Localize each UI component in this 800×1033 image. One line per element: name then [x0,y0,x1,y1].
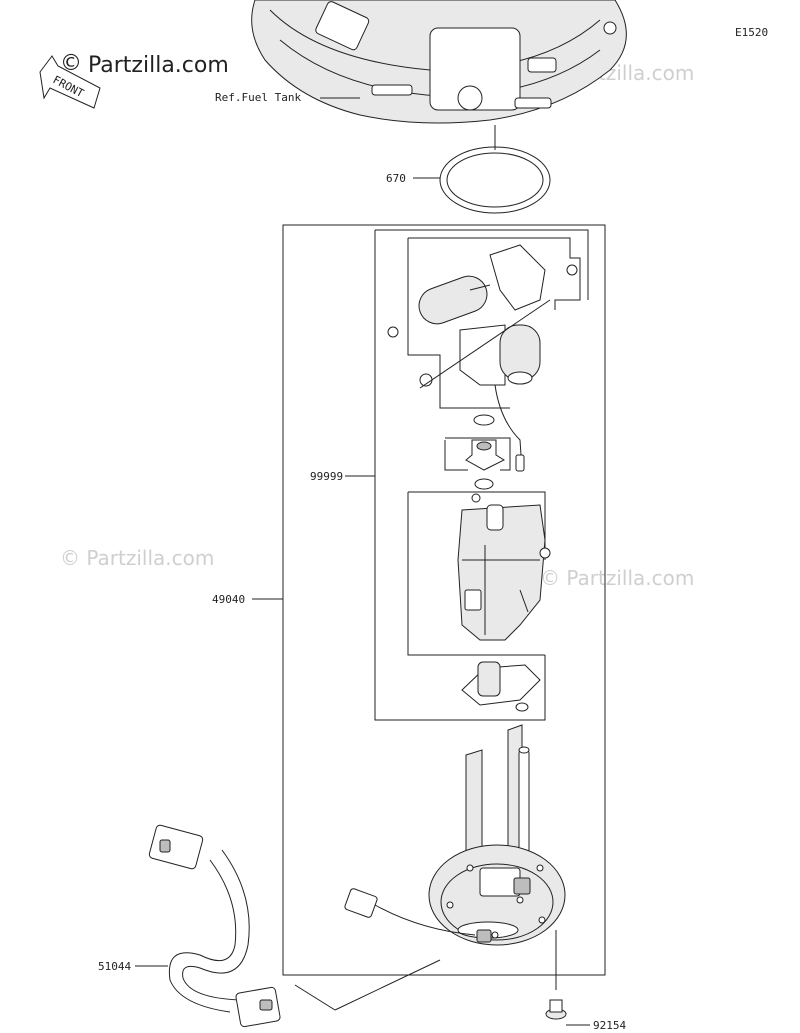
pump-wire-lead [344,888,492,943]
fuel-level-sender [387,237,581,472]
watermark: © Partzilla.com [540,566,694,590]
gasket-ring-670 [439,146,551,214]
bolt-92154 [545,930,567,1020]
watermark: © Partzilla.com [60,546,214,570]
label-670: 670 [386,172,406,185]
label-49040: 49040 [212,593,245,606]
pump-flange-plate [428,844,566,946]
fuel-tank-ref [251,0,627,124]
fuel-pump-body [457,493,551,641]
wire-harness-51044 [148,824,281,1028]
fuel-filter [461,661,541,712]
brand-name: Partzilla.com [88,53,229,78]
label-99999: 99999 [310,470,343,483]
label-92154: 92154 [593,1019,626,1032]
label-ref-fuel-tank: Ref.Fuel Tank [215,91,301,104]
pressure-regulator [445,414,511,490]
brand-logo: © Partzilla.com [60,51,229,78]
label-51044: 51044 [98,960,131,973]
front-arrow-icon: FRONT [39,55,101,109]
diagram-code: E1520 [735,26,768,39]
